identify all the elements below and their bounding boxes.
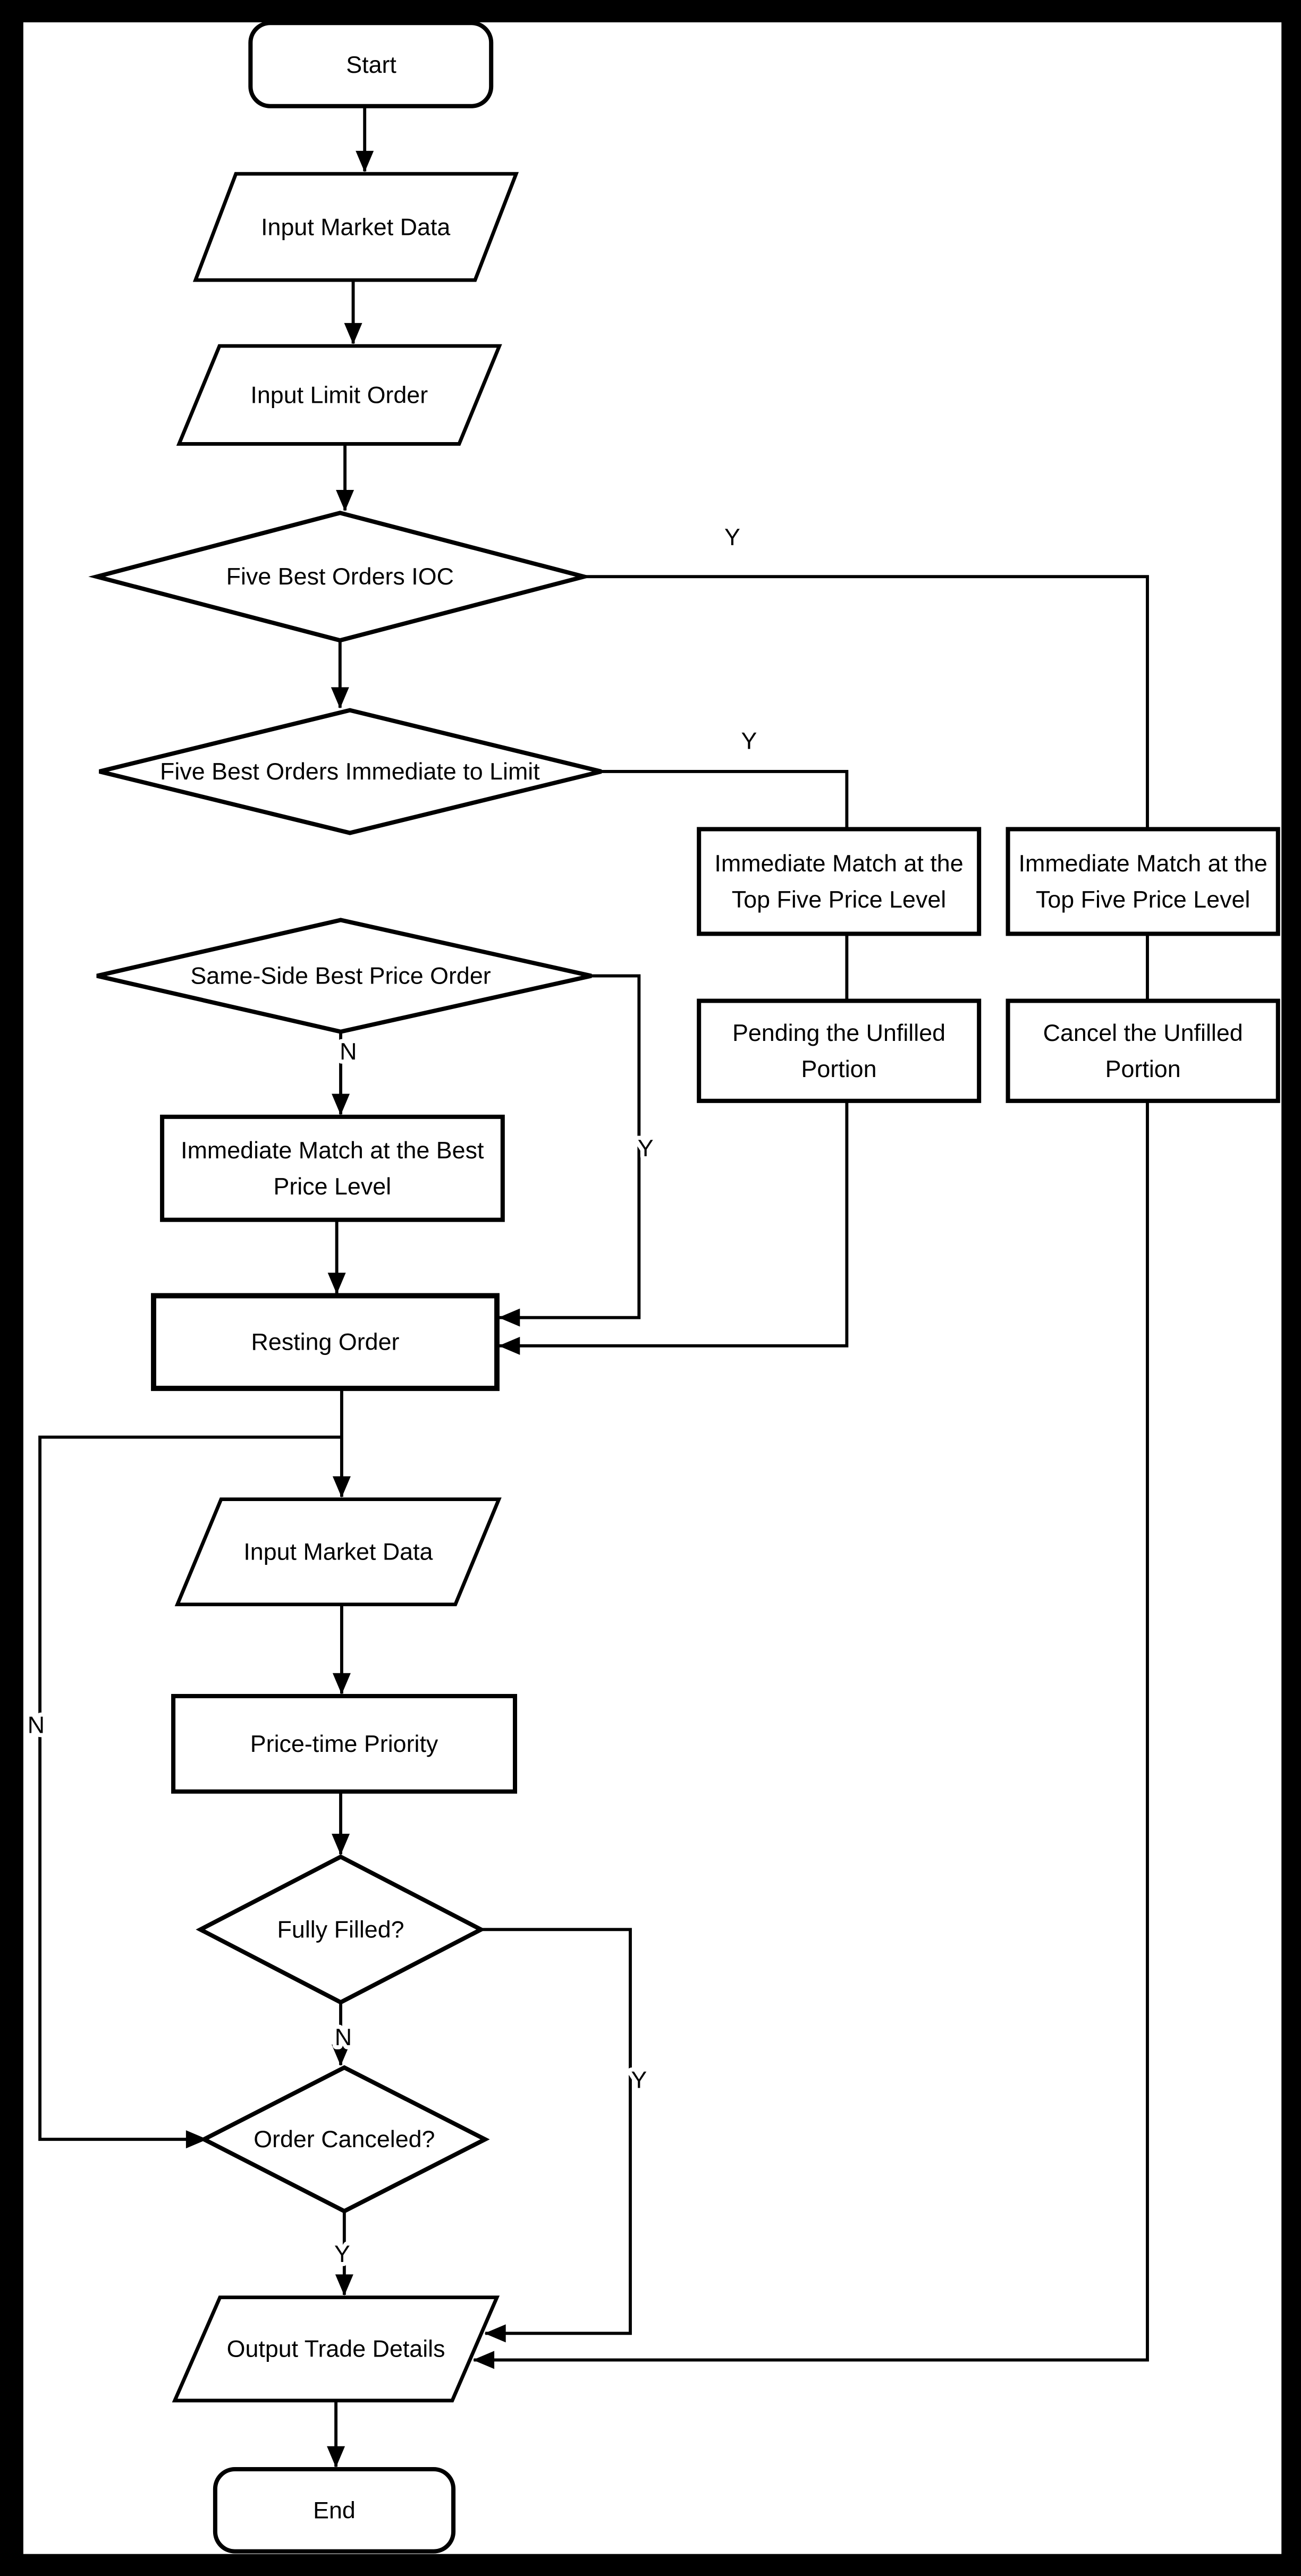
edge-label-fully-filled-yes: Y [631, 2066, 647, 2093]
immediate-match-best-price-shape [160, 1114, 505, 1222]
node-immediate-match-top-five-right: Immediate Match at the Top Five Price Le… [1006, 827, 1280, 936]
input-market-data-2-label: Input Market Data [243, 1539, 433, 1565]
node-start: Start [248, 21, 494, 108]
end-label: End [313, 2497, 356, 2523]
input-limit-order-shape [176, 344, 502, 446]
node-five-best-orders-immediate-to-limit: Five Best Orders Immediate to Limit [99, 708, 602, 835]
start-shape [248, 21, 494, 108]
resting-order-shape [151, 1293, 500, 1391]
end-shape [213, 2467, 456, 2554]
fully-filled-label: Fully Filled? [277, 1916, 404, 1943]
node-fully-filled: Fully Filled? [196, 1854, 486, 2005]
edge-label-same-side-no: N [340, 1038, 357, 1065]
flow-fully-filled-yes-to-output-trade-details [481, 1928, 632, 2343]
price-time-priority-label: Price-time Priority [250, 1731, 438, 1757]
edge-label-immediate-to-limit-yes: Y [741, 727, 757, 754]
edges [38, 106, 1149, 2468]
cancel-the-unfilled-portion-line1: Cancel the Unfilled [1043, 1020, 1243, 1046]
node-order-canceled: Order Canceled? [199, 2065, 490, 2214]
immediate-match-top-five-left-line1: Immediate Match at the [714, 850, 963, 877]
input-market-data-1-label: Input Market Data [261, 214, 450, 240]
edge-label-order-canceled-yes: Y [334, 2241, 350, 2267]
edge-label-same-side-yes: Y [638, 1135, 654, 1162]
fully-filled-shape [196, 1854, 486, 2005]
node-immediate-match-top-five-left: Immediate Match at the Top Five Price Le… [697, 827, 982, 936]
flow-immediate-to-limit-yes-to-immediate-match-top-five-left [601, 769, 849, 829]
price-time-priority-shape [171, 1693, 518, 1794]
flow-loop-no-to-order-canceled [38, 1435, 342, 2149]
cancel-the-unfilled-portion-shape [1006, 998, 1280, 1103]
immediate-match-top-five-left-line2: Top Five Price Level [732, 886, 946, 913]
node-price-time-priority: Price-time Priority [171, 1693, 518, 1794]
immediate-match-best-price-line1: Immediate Match at the Best [181, 1137, 484, 1164]
input-market-data-2-shape [174, 1497, 502, 1606]
edge-label-ioc-yes: Y [724, 524, 740, 550]
immediate-match-top-five-right-line2: Top Five Price Level [1036, 886, 1250, 913]
node-same-side-best-price-order: Same-Side Best Price Order [96, 918, 592, 1034]
node-output-trade-details: Output Trade Details [172, 2295, 500, 2403]
node-resting-order: Resting Order [151, 1293, 500, 1391]
node-end: End [213, 2467, 456, 2554]
node-input-limit-order: Input Limit Order [176, 344, 502, 446]
pending-the-unfilled-portion-shape [697, 998, 982, 1103]
start-label: Start [346, 52, 396, 78]
five-best-orders-ioc-label: Five Best Orders IOC [226, 563, 454, 590]
immediate-match-best-price-line2: Price Level [273, 1173, 391, 1200]
input-market-data-1-shape [192, 172, 519, 282]
edge-label-fully-filled-no: N [335, 2024, 352, 2050]
five-best-orders-ioc-shape [88, 511, 593, 643]
node-five-best-orders-ioc: Five Best Orders IOC [88, 511, 593, 643]
output-trade-details-label: Output Trade Details [227, 2336, 445, 2362]
input-limit-order-label: Input Limit Order [250, 382, 428, 408]
same-side-best-price-order-label: Same-Side Best Price Order [190, 963, 491, 989]
order-canceled-shape [199, 2065, 490, 2214]
flow-same-side-yes-to-resting-order [499, 974, 641, 1327]
node-input-market-data-1: Input Market Data [192, 172, 519, 282]
five-best-orders-immediate-to-limit-shape [99, 708, 602, 835]
immediate-match-top-five-right-shape [1006, 827, 1280, 936]
flow-cancel-unfilled-to-output-trade-details [472, 1100, 1149, 2369]
output-trade-details-shape [172, 2295, 500, 2403]
five-best-orders-immediate-to-limit-label: Five Best Orders Immediate to Limit [160, 758, 540, 785]
flow-ioc-yes-to-immediate-match-top-five-right [584, 575, 1149, 829]
pending-the-unfilled-portion-line1: Pending the Unfilled [732, 1020, 945, 1046]
resting-order-label: Resting Order [251, 1329, 400, 1355]
node-cancel-the-unfilled-portion: Cancel the Unfilled Portion [1006, 998, 1280, 1103]
pending-the-unfilled-portion-line2: Portion [801, 1056, 877, 1082]
node-immediate-match-best-price: Immediate Match at the Best Price Level [160, 1114, 505, 1222]
cancel-the-unfilled-portion-line2: Portion [1105, 1056, 1181, 1082]
flow-pending-unfilled-to-resting-order [499, 1100, 849, 1355]
immediate-match-top-five-right-line1: Immediate Match at the [1019, 850, 1268, 877]
immediate-match-top-five-left-shape [697, 827, 982, 936]
node-input-market-data-2: Input Market Data [174, 1497, 502, 1606]
order-canceled-label: Order Canceled? [254, 2126, 435, 2153]
node-pending-the-unfilled-portion: Pending the Unfilled Portion [697, 998, 982, 1103]
edge-label-loop-no: N [28, 1711, 45, 1738]
same-side-best-price-order-shape [96, 918, 592, 1034]
